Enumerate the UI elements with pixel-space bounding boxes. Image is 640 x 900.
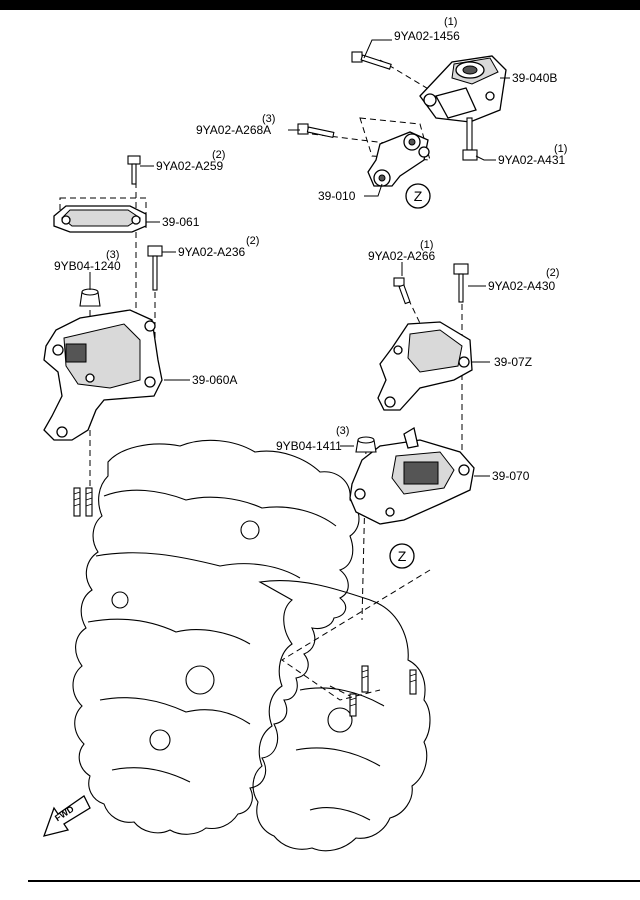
qty-9ya02-a268a: (3): [262, 113, 275, 125]
qty-9yb04-1411: (3): [336, 425, 349, 437]
label-9ya02-a431: 9YA02-A431: [498, 153, 565, 167]
qty-9ya02-a236: (2): [246, 235, 259, 247]
leader-lines: [89, 39, 510, 477]
bolt-9ya02-a266: [393, 277, 411, 305]
bolt-9ya02-a236: [147, 245, 163, 291]
qty-9ya02-a430: (2): [546, 267, 559, 279]
part-labels: (1) 9YA02-1456 39-040B (3) 9YA02-A268A (…: [54, 16, 567, 483]
label-39-07z: 39-07Z: [494, 355, 532, 369]
callout-z-top-text: Z: [414, 188, 423, 204]
label-9ya02-a259: 9YA02-A259: [156, 159, 223, 173]
detail-callout-z-top: Z: [405, 183, 431, 209]
qty-9ya02-1456: (1): [444, 16, 457, 28]
bolt-9ya02-a430: [453, 263, 469, 303]
transmission-studs: [349, 665, 417, 717]
mount-39-040b: [419, 55, 507, 123]
label-9yb04-1411: 9YB04-1411: [276, 439, 342, 453]
qty-9ya02-a431: (1): [554, 143, 567, 155]
detail-callout-z-bottom: Z: [389, 543, 415, 569]
mount-39-07z: [377, 321, 473, 411]
qty-9ya02-a266: (1): [420, 239, 433, 251]
engine-stud-left: [73, 487, 93, 517]
nut-9yb04-1240: [79, 288, 101, 307]
label-39-010: 39-010: [318, 189, 356, 203]
bolt-9ya02-1456: [351, 51, 392, 70]
engine-block-outline: [72, 439, 431, 852]
label-9ya02-a236: 9YA02-A236: [178, 245, 245, 259]
bolt-9ya02-a259: [127, 155, 141, 185]
mount-39-060a: [43, 309, 163, 441]
label-39-061: 39-061: [162, 215, 200, 229]
bottom-border-rule: [28, 880, 640, 882]
top-border-bar: [0, 0, 640, 10]
bracket-39-061: [53, 205, 147, 233]
bolt-9ya02-a431: [462, 117, 478, 161]
bolt-9ya02-a268a: [297, 123, 335, 138]
label-9ya02-a268a: 9YA02-A268A: [196, 123, 271, 137]
forward-direction-arrow: FWD: [42, 795, 91, 837]
bracket-39-010: [367, 131, 430, 187]
label-9ya02-a430: 9YA02-A430: [488, 279, 555, 293]
label-9yb04-1240: 9YB04-1240: [54, 259, 121, 273]
callout-z-bottom-text: Z: [398, 548, 407, 564]
qty-9ya02-a259: (2): [212, 149, 225, 161]
label-39-070: 39-070: [492, 469, 530, 483]
label-9ya02-a266: 9YA02-A266: [368, 249, 435, 263]
label-9ya02-1456: 9YA02-1456: [394, 29, 460, 43]
label-39-060a: 39-060A: [192, 373, 237, 387]
qty-9yb04-1240: (3): [106, 249, 119, 261]
mount-39-070: [349, 426, 475, 525]
label-39-040b: 39-040B: [512, 71, 557, 85]
nut-9yb04-1411: [355, 436, 377, 453]
